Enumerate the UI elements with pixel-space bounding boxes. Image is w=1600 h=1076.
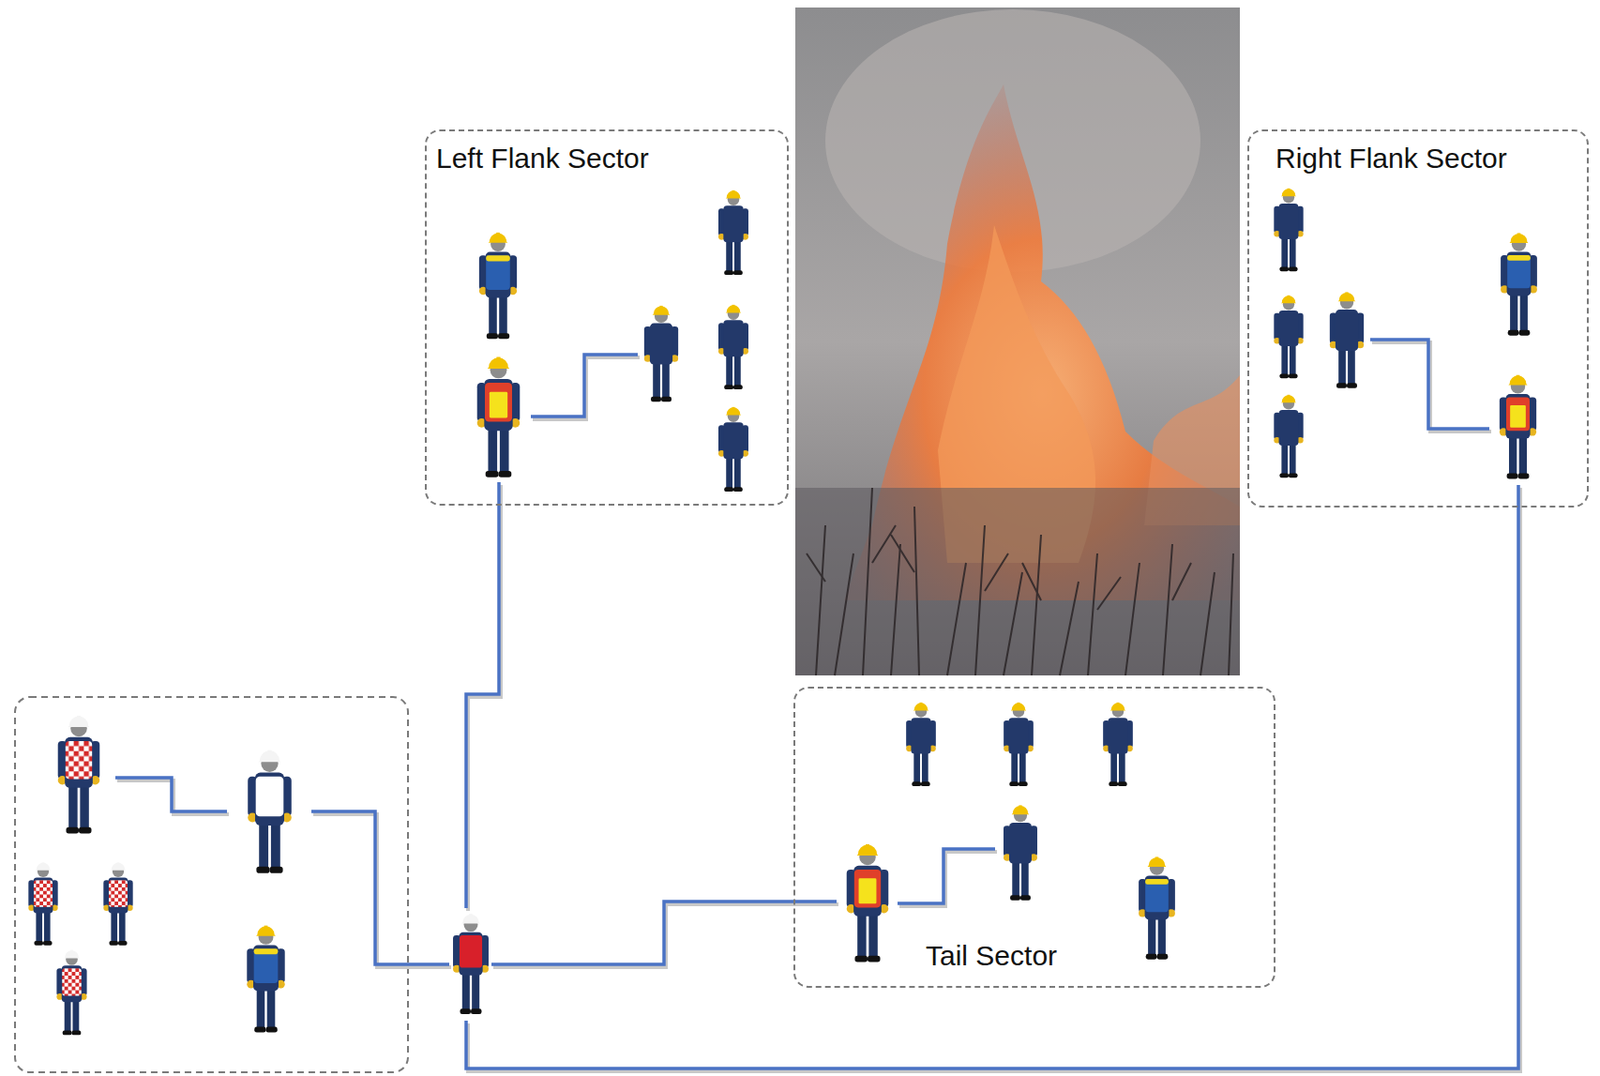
fire-photo: [795, 7, 1240, 676]
command-lines: [115, 339, 1521, 1072]
sector-box: Tail Sector: [793, 686, 1276, 988]
sector-label: Right Flank Sector: [1275, 142, 1508, 176]
sector-label: Tail Sector: [925, 939, 1057, 973]
group-outline: [15, 696, 408, 1072]
sector-box: Left Flank Sector: [424, 129, 789, 506]
firefighter-figures: [28, 188, 1538, 1036]
sector-box: Right Flank Sector: [1247, 129, 1589, 508]
sector-label: Left Flank Sector: [436, 142, 650, 176]
